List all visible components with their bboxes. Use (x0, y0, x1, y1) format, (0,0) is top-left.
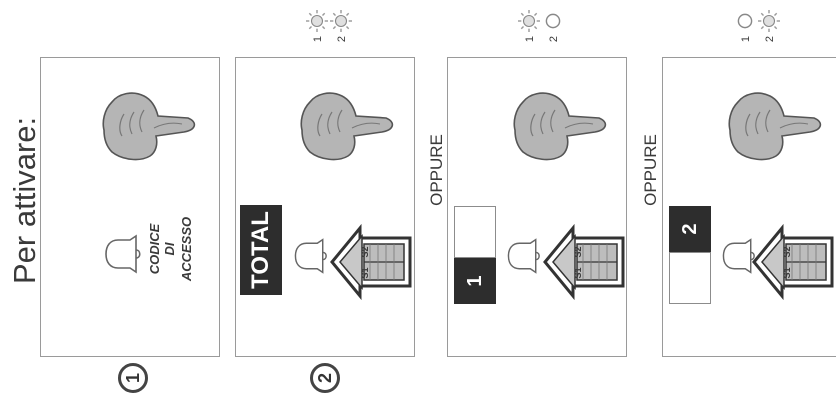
house-sector-1: S1 (359, 262, 371, 284)
access-code-label-1: CODICE (147, 214, 163, 284)
sector-2-key-empty[interactable] (454, 206, 496, 258)
house-icon (543, 222, 627, 302)
step-2-number: 2 (313, 366, 337, 390)
led-2-label: 2 (336, 33, 348, 45)
led-2-label: 2 (764, 33, 776, 45)
pointing-hand-icon (92, 70, 202, 180)
total-key-label: TOTAL (246, 205, 276, 295)
pointing-hand-icon (718, 70, 828, 180)
house-icon (330, 222, 414, 302)
sector-1-key[interactable]: 1 (454, 258, 496, 304)
access-code-label-3: ACCESSO (179, 214, 195, 284)
oppure-separator: OPPURE (641, 125, 661, 215)
house-sector-2: S2 (572, 241, 584, 263)
sector-1-key-empty[interactable] (669, 252, 711, 304)
pointing-hand-icon (503, 70, 613, 180)
led-on-icon (518, 10, 540, 32)
led-off-icon (542, 10, 564, 32)
house-sector-1: S1 (572, 262, 584, 284)
bell-icon (503, 236, 543, 276)
house-icon (752, 222, 836, 302)
led-off-icon (734, 10, 756, 32)
house-sector-1: S1 (781, 262, 793, 284)
house-sector-2: S2 (359, 241, 371, 263)
step-1-marker: 1 (118, 363, 148, 393)
sector-2-key[interactable]: 2 (669, 206, 711, 252)
led-1-label: 1 (740, 33, 752, 45)
step-2-marker: 2 (310, 363, 340, 393)
led-1-label: 1 (524, 33, 536, 45)
sector-2-key-label: 2 (679, 214, 701, 244)
led-2-label: 2 (548, 33, 560, 45)
led-on-icon (330, 10, 352, 32)
house-sector-2: S2 (781, 241, 793, 263)
bell-icon (290, 236, 330, 276)
activation-title: Per attivare: (7, 134, 43, 284)
led-1-label: 1 (312, 33, 324, 45)
led-on-icon (758, 10, 780, 32)
sector-1-key-label: 1 (464, 266, 486, 296)
access-code-label-2: DI (162, 214, 178, 284)
led-on-icon (306, 10, 328, 32)
step-1-number: 1 (121, 366, 145, 390)
pointing-hand-icon (290, 70, 400, 180)
oppure-separator: OPPURE (427, 125, 447, 215)
total-key[interactable]: TOTAL (240, 205, 282, 295)
bell-icon (100, 232, 144, 276)
